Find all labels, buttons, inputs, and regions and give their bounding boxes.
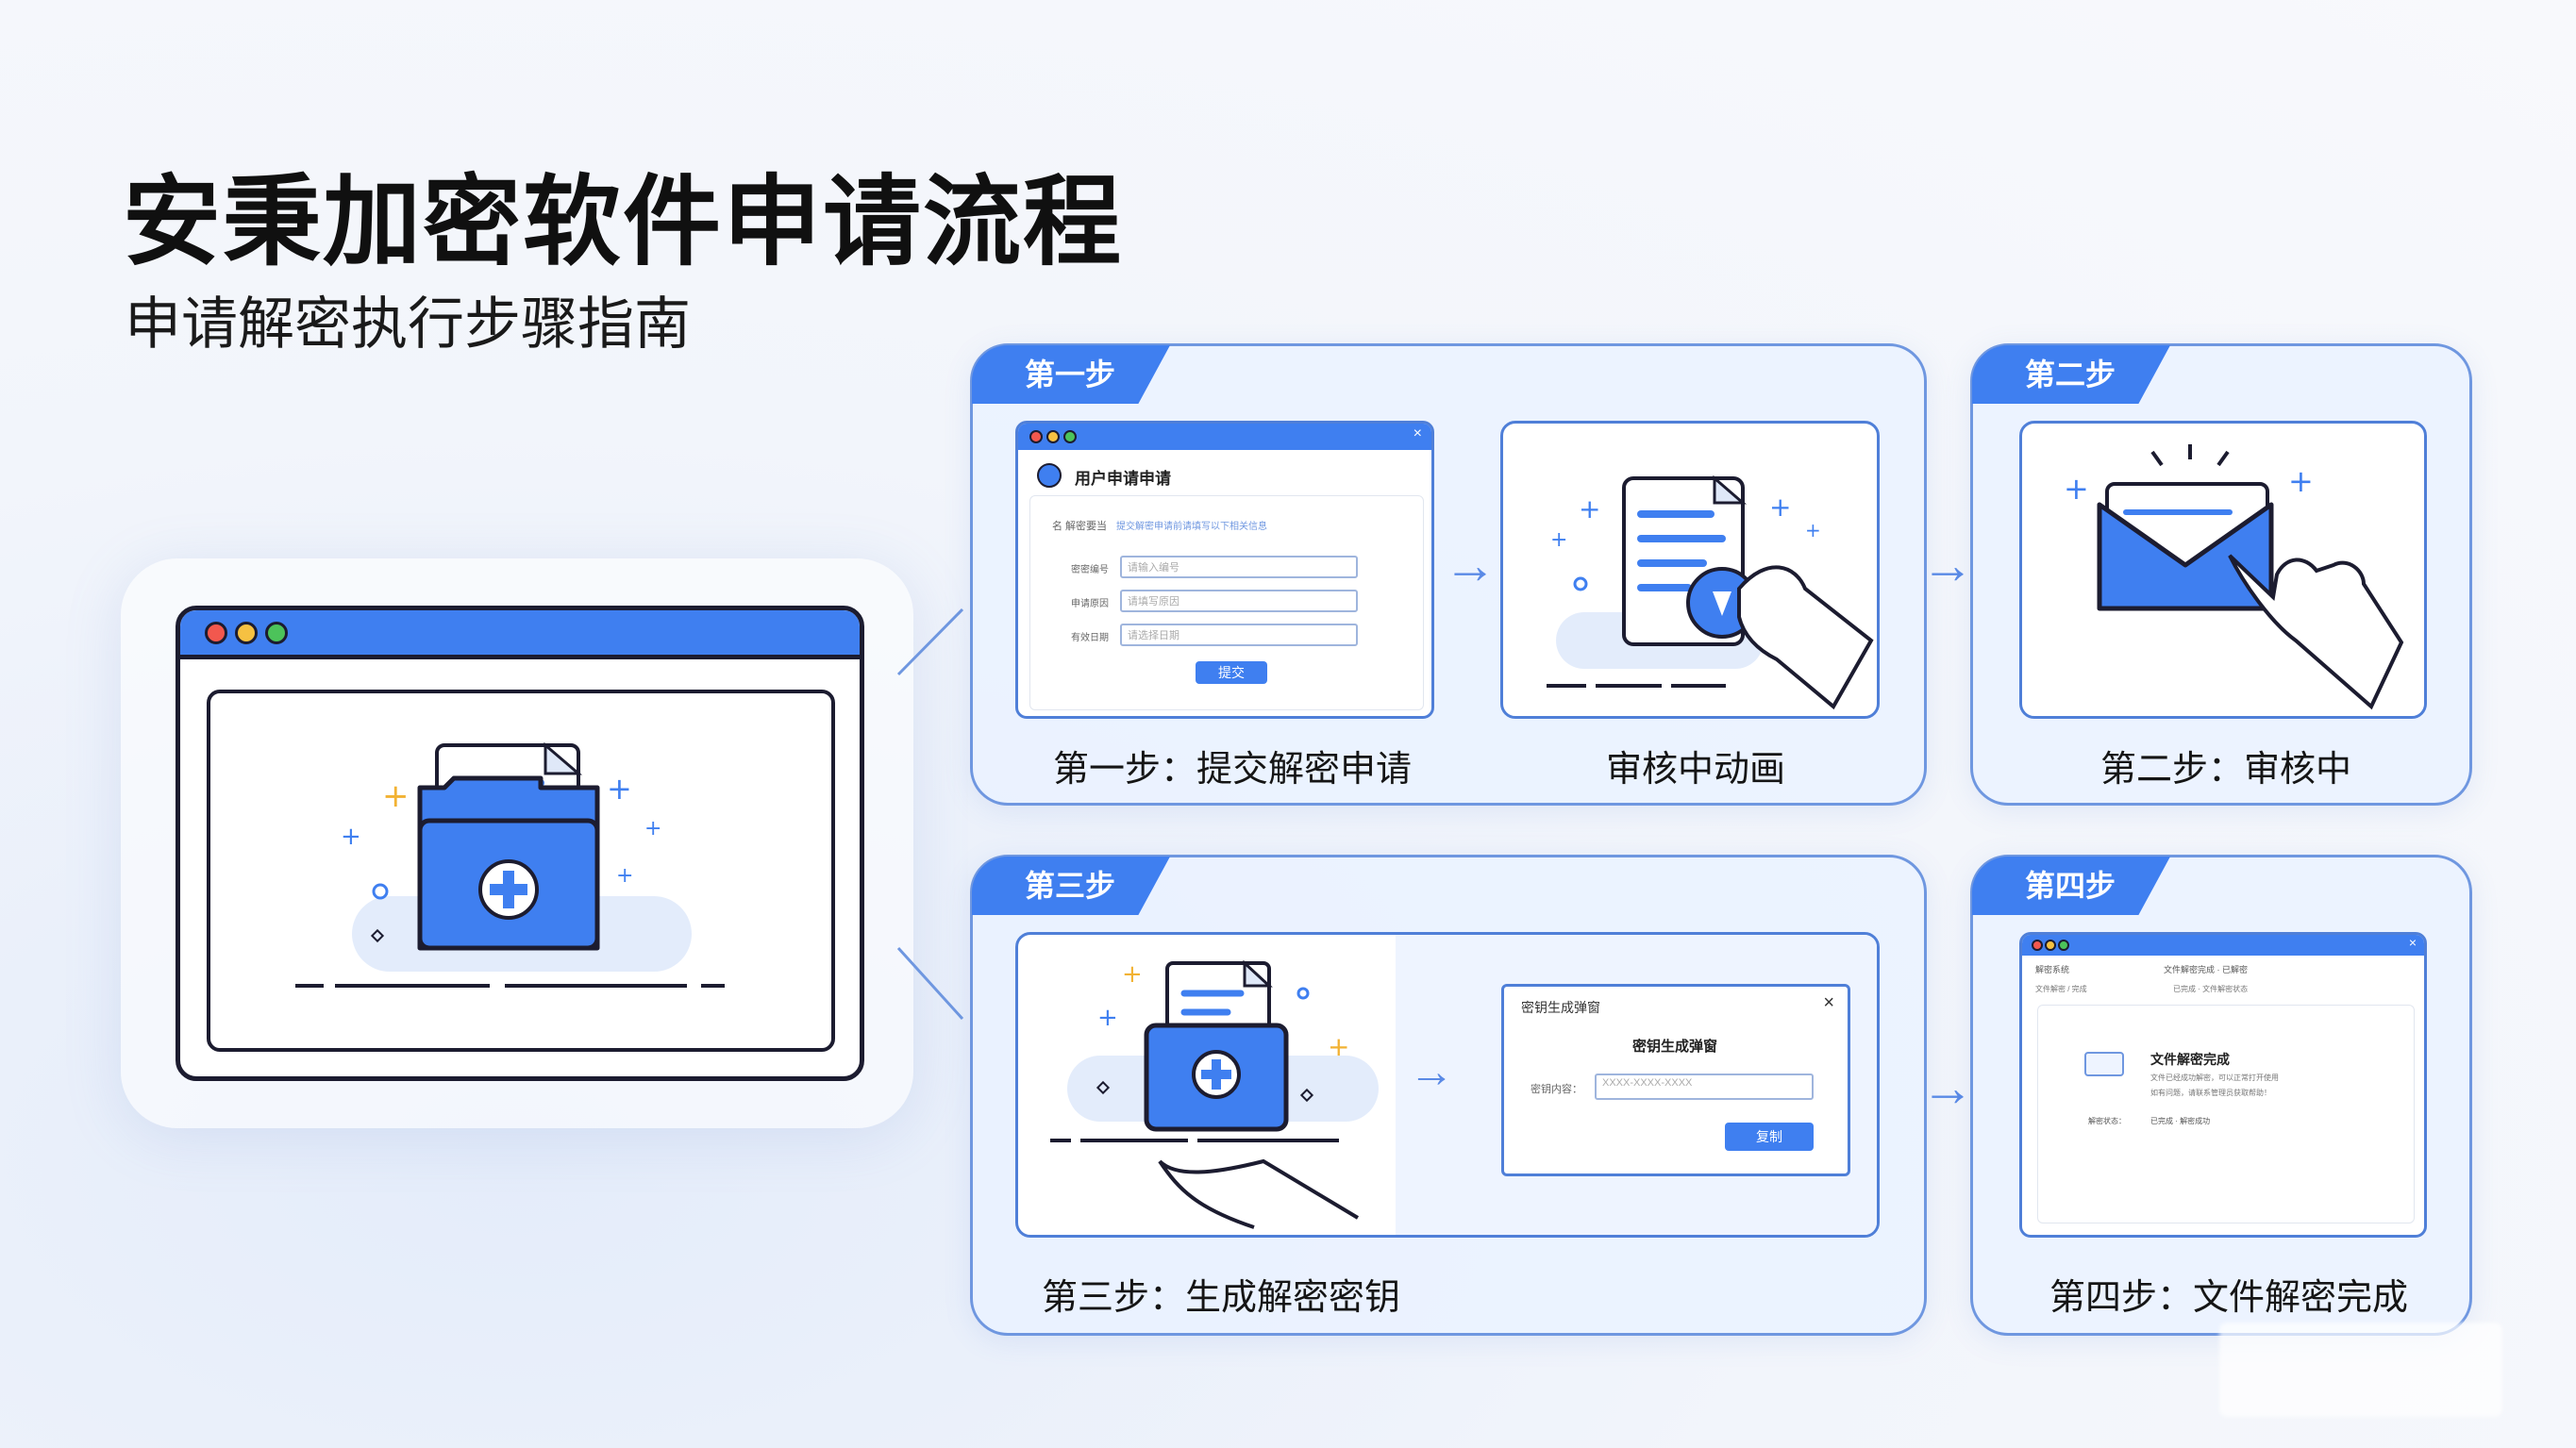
svg-text:+: + (1328, 1031, 1349, 1062)
field-label-date: 有效日期 (1071, 633, 1109, 643)
maximize-dot-icon (2058, 940, 2069, 951)
arrow-right-icon: → (1921, 535, 1974, 594)
step2-frame: + + (2019, 421, 2427, 719)
svg-text:+: + (644, 817, 661, 841)
step1-tab: 第一步 (972, 345, 1170, 404)
submit-button[interactable]: 提交 (1196, 661, 1267, 684)
step4-caption: 第四步：文件解密完成 (2049, 1278, 2409, 1318)
decrypted-file-title: 文件解密完成 (2150, 1052, 2230, 1067)
key-dialog-title: 密钥生成弹窗 (1632, 1039, 1718, 1055)
status-value: 已完成 · 解密成功 (2150, 1117, 2211, 1125)
envelope-hand-icon: + + (2064, 444, 2404, 710)
step4-tab-label: 已完成 · 文件解密状态 (2173, 985, 2249, 993)
minimize-dot-icon (2045, 940, 2056, 951)
svg-text:+: + (616, 864, 633, 888)
key-dialog-header: 密钥生成弹窗 (1521, 1000, 1600, 1015)
step1-caption: 第一步：提交解密申请 (1053, 750, 1413, 790)
step4-tab: 第四步 (1972, 857, 2170, 915)
page-title: 安秉加密软件申请流程 (123, 168, 1124, 277)
hero-window: + + + + + (176, 606, 864, 1081)
close-dot-icon (2032, 940, 2043, 951)
arrow-right-icon: → (1409, 1047, 1454, 1097)
key-folder-hand-icon: + + + (1050, 959, 1379, 1229)
decrypted-file-desc-2: 如有问题，请联系管理员获取帮助！ (2150, 1089, 2271, 1097)
svg-text:+: + (341, 823, 361, 851)
svg-text:+: + (607, 771, 632, 807)
svg-text:+: + (382, 777, 410, 815)
arrow-right-icon: → (1444, 535, 1497, 594)
document-review-icon: + + + + (1547, 474, 1874, 710)
maximize-dot-icon (265, 622, 288, 644)
hero-window-titlebar (180, 610, 860, 659)
connector-lines (896, 607, 964, 1021)
review-animation-frame: + + + + (1500, 421, 1880, 719)
key-output-field[interactable]: XXXX-XXXX-XXXX (1595, 1074, 1814, 1100)
step2-caption: 第二步：审核中 (2100, 750, 2352, 790)
step1-form-window: × 用户申请申请 名 解密要当 提交解密申请前请填写以下相关信息 密密编号 请输… (1015, 421, 1434, 719)
close-dot-icon (205, 622, 227, 644)
step4-window: × 解密系统 文件解密完成 · 已解密 文件解密 / 完成 已完成 · 文件解密… (2019, 932, 2427, 1238)
hero-canvas: + + + + + (207, 690, 835, 1052)
close-icon[interactable]: × (2408, 935, 2417, 950)
minimize-dot-icon (1046, 430, 1060, 443)
svg-text:+: + (1122, 960, 1143, 989)
svg-text:+: + (1097, 1004, 1118, 1032)
maximize-dot-icon (1063, 430, 1077, 443)
page-subtitle: 申请解密执行步骤指南 (125, 292, 691, 356)
arrow-right-icon: → (1921, 1057, 1974, 1117)
key-dialog: 密钥生成弹窗 × 密钥生成弹窗 密钥内容： XXXX-XXXX-XXXX 复制 (1501, 984, 1850, 1176)
step2-tab: 第二步 (1972, 345, 2170, 404)
svg-text:+: + (2288, 463, 2314, 499)
step4-app-name: 解密系统 (2035, 965, 2070, 974)
field-date-input[interactable]: 请选择日期 (1120, 624, 1358, 646)
svg-text:+: + (1805, 519, 1821, 541)
form-window-titlebar: × (1018, 424, 1431, 450)
field-label-reason: 申请原因 (1071, 599, 1109, 609)
step3-frame: + + + → 密钥生成弹窗 × 密钥生成弹窗 密钥内容： XXXX-XXXX-… (1015, 932, 1880, 1238)
svg-text:+: + (1769, 491, 1791, 523)
step4-breadcrumb: 文件解密 / 完成 (2035, 985, 2087, 993)
form-intro-note: 提交解密申请前请填写以下相关信息 (1116, 522, 1267, 532)
svg-text:+: + (2064, 471, 2089, 507)
file-icon (2084, 1052, 2124, 1076)
user-avatar-icon (1037, 463, 1062, 488)
field-reason-input[interactable]: 请填写原因 (1120, 590, 1358, 612)
step4-window-header: 文件解密完成 · 已解密 (2164, 965, 2248, 974)
status-label: 解密状态： (2088, 1117, 2126, 1125)
step3-caption: 第三步：生成解密密钥 (1042, 1278, 1401, 1318)
svg-text:+: + (1579, 493, 1600, 524)
form-intro: 名 解密要当 (1052, 521, 1108, 532)
review-animation-caption: 审核中动画 (1606, 750, 1786, 790)
step3-tab: 第三步 (972, 857, 1170, 915)
close-icon[interactable]: × (1413, 425, 1422, 441)
form-window-title: 用户申请申请 (1075, 470, 1171, 488)
field-id-input[interactable]: 请输入编号 (1120, 556, 1358, 578)
watermark-overlay (2219, 1323, 2502, 1417)
encrypted-folder-icon: + + + + + (295, 741, 725, 988)
decrypted-file-desc-1: 文件已经成功解密，可以正常打开使用 (2150, 1074, 2279, 1082)
minimize-dot-icon (235, 622, 258, 644)
key-field-label: 密钥内容： (1531, 1084, 1582, 1095)
field-label-id: 密密编号 (1071, 565, 1109, 575)
svg-text:+: + (1550, 528, 1567, 552)
close-icon[interactable]: × (1823, 992, 1834, 1013)
close-dot-icon (1029, 430, 1043, 443)
step4-window-titlebar: × (2022, 935, 2424, 956)
copy-key-button[interactable]: 复制 (1725, 1123, 1814, 1151)
